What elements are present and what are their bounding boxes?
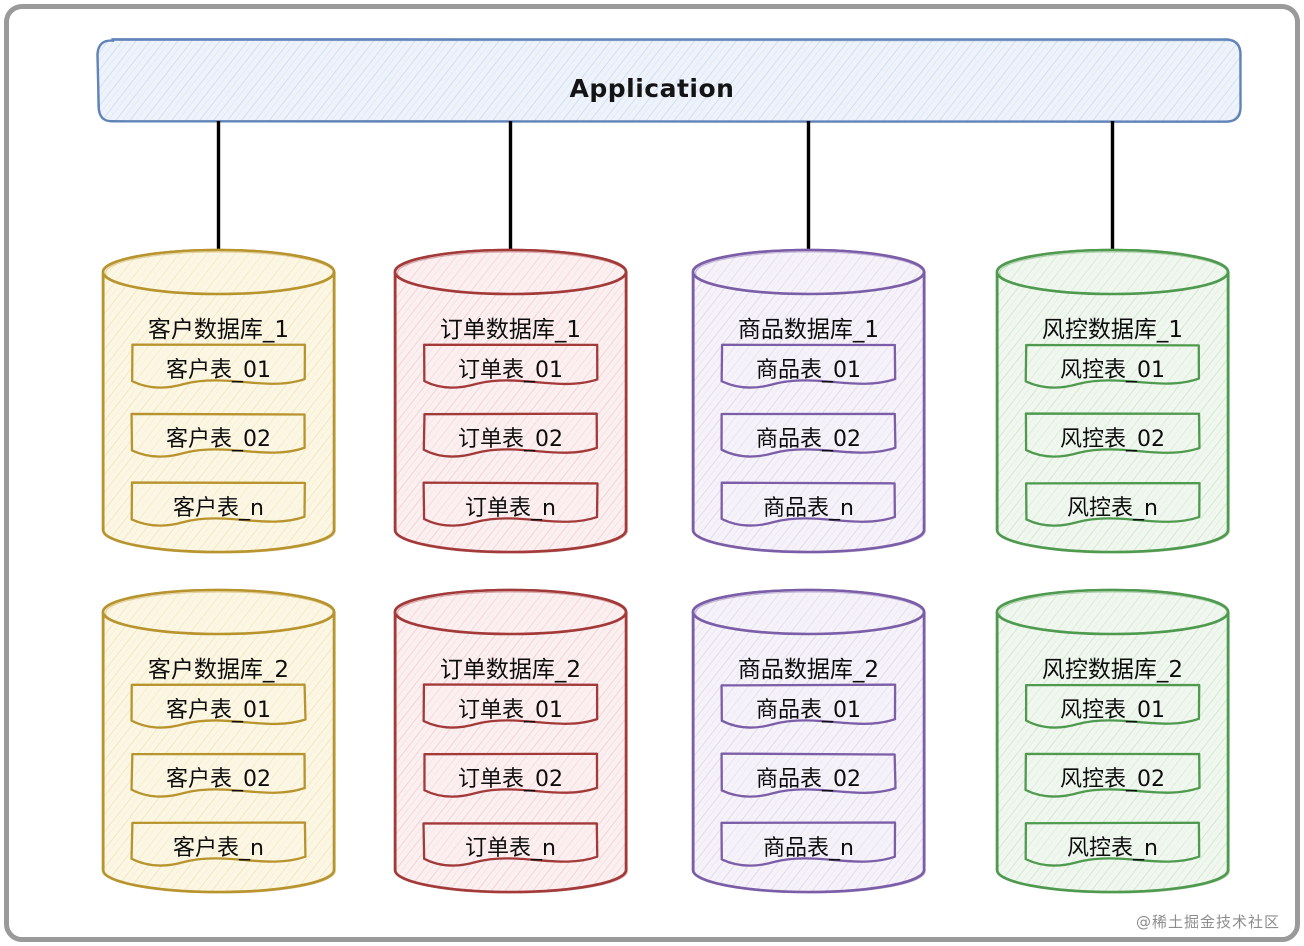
database-title-customer-1: 客户数据库_1 bbox=[103, 310, 334, 344]
table-label-riskcontrol-2-2: 风控表_02 bbox=[1026, 761, 1199, 793]
table-label-order-2-2: 订单表_02 bbox=[424, 761, 597, 793]
table-label-customer-2-2: 客户表_02 bbox=[132, 761, 305, 793]
database-title-customer-2: 客户数据库_2 bbox=[103, 650, 334, 684]
table-label-order-1-1: 订单表_01 bbox=[424, 352, 597, 384]
table-label-product-1-1: 商品表_01 bbox=[722, 352, 895, 384]
table-label-riskcontrol-1-2: 风控表_02 bbox=[1026, 421, 1199, 453]
table-label-product-2-2: 商品表_02 bbox=[722, 761, 895, 793]
watermark: @稀土掘金技术社区 bbox=[1136, 911, 1280, 932]
application-label: Application bbox=[0, 74, 1304, 103]
table-label-order-1-3: 订单表_n bbox=[424, 490, 597, 522]
table-label-riskcontrol-2-1: 风控表_01 bbox=[1026, 692, 1199, 724]
table-label-product-1-2: 商品表_02 bbox=[722, 421, 895, 453]
database-title-order-2: 订单数据库_2 bbox=[395, 650, 626, 684]
table-label-customer-2-3: 客户表_n bbox=[132, 830, 305, 862]
table-label-customer-1-1: 客户表_01 bbox=[132, 352, 305, 384]
table-label-product-2-1: 商品表_01 bbox=[722, 692, 895, 724]
table-label-customer-1-2: 客户表_02 bbox=[132, 421, 305, 453]
table-label-riskcontrol-2-3: 风控表_n bbox=[1026, 830, 1199, 862]
database-title-riskcontrol-2: 风控数据库_2 bbox=[997, 650, 1228, 684]
database-title-order-1: 订单数据库_1 bbox=[395, 310, 626, 344]
table-label-product-1-3: 商品表_n bbox=[722, 490, 895, 522]
database-title-product-1: 商品数据库_1 bbox=[693, 310, 924, 344]
table-label-customer-2-1: 客户表_01 bbox=[132, 692, 305, 724]
database-title-riskcontrol-1: 风控数据库_1 bbox=[997, 310, 1228, 344]
table-label-riskcontrol-1-3: 风控表_n bbox=[1026, 490, 1199, 522]
table-label-riskcontrol-1-1: 风控表_01 bbox=[1026, 352, 1199, 384]
database-title-product-2: 商品数据库_2 bbox=[693, 650, 924, 684]
table-label-order-2-1: 订单表_01 bbox=[424, 692, 597, 724]
table-label-product-2-3: 商品表_n bbox=[722, 830, 895, 862]
table-label-order-2-3: 订单表_n bbox=[424, 830, 597, 862]
table-label-order-1-2: 订单表_02 bbox=[424, 421, 597, 453]
table-label-customer-1-3: 客户表_n bbox=[132, 490, 305, 522]
